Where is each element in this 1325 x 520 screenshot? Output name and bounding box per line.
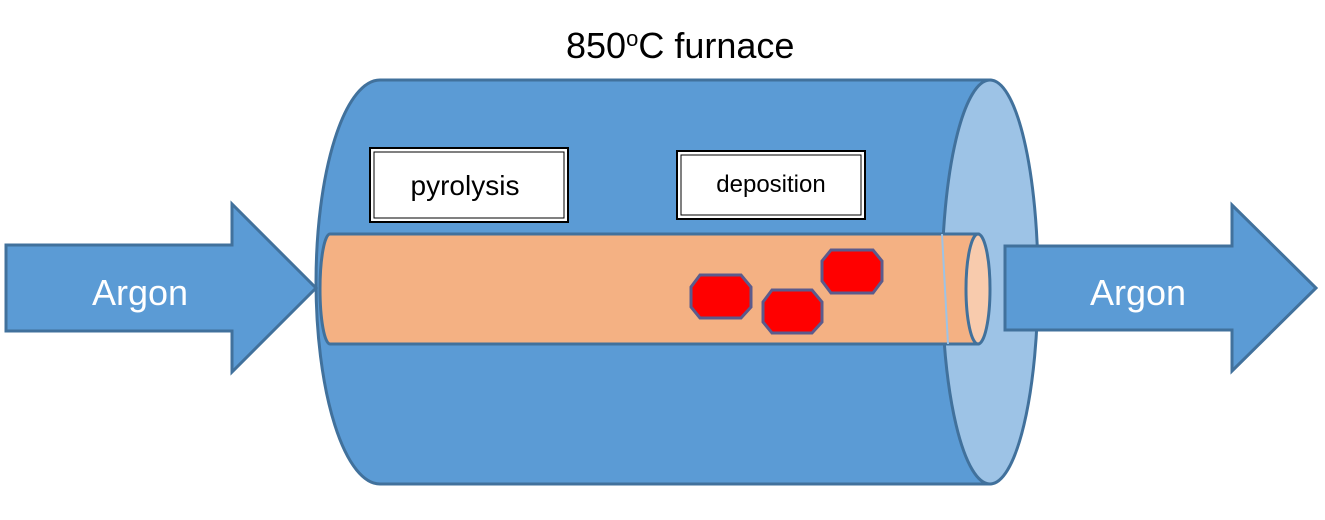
deposited-particles [689, 248, 884, 335]
tube-seam [941, 233, 949, 345]
outlet-arrow: Argon [1003, 201, 1319, 375]
reaction-tube [318, 232, 992, 346]
particle [689, 273, 753, 320]
particle [761, 288, 824, 335]
tube-body [318, 232, 980, 346]
deposition-label-box: deposition [676, 150, 866, 220]
tube-end-opening [964, 232, 992, 346]
furnace-title: 850oC furnace [566, 25, 794, 66]
outlet-arrow-label: Argon [1090, 272, 1186, 313]
inlet-arrow-shape [4, 200, 319, 376]
outlet-arrow-shape [1003, 201, 1319, 375]
inlet-arrow: Argon [4, 200, 319, 376]
pyrolysis-label-box: pyrolysis [369, 147, 569, 223]
deposition-label: deposition [716, 171, 825, 198]
particle [820, 248, 884, 295]
inlet-arrow-label: Argon [92, 272, 188, 313]
pyrolysis-label: pyrolysis [411, 170, 520, 201]
